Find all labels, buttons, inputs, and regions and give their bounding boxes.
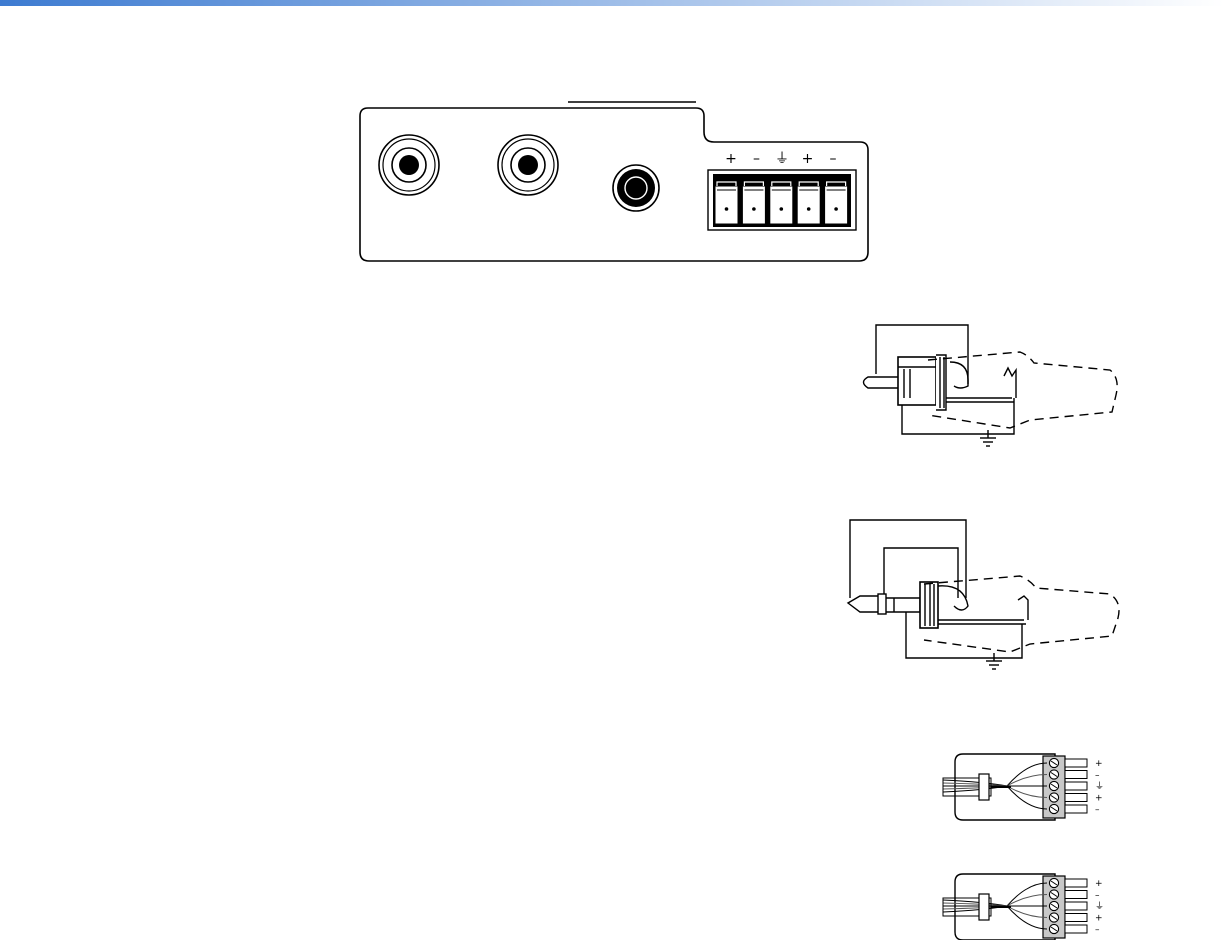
captive-screw-connector-bottom: +–⏚+– (943, 874, 1104, 940)
terminal-label: – (830, 151, 837, 167)
terminal-cell (797, 186, 820, 224)
connector-pin-label: + (1095, 879, 1103, 889)
captive-screw-connector-top: +–⏚+– (943, 754, 1104, 820)
connector-pin-label: – (1095, 925, 1100, 935)
terminal-label: – (753, 151, 760, 167)
connector-pin-label: – (1095, 805, 1100, 815)
stereo-plug-diagram (848, 520, 1119, 669)
terminal-labels: +–⏚+– (725, 151, 836, 167)
rca-plug-diagram (864, 325, 1118, 446)
terminal-cell (742, 186, 765, 224)
ground-symbol (980, 430, 996, 446)
connector-pin-label: ⏚ (1095, 781, 1104, 792)
stereo-mini-jack (613, 165, 659, 211)
terminal-label: ⏚ (775, 151, 789, 167)
terminal-label: + (725, 151, 737, 167)
terminal-label: + (802, 151, 814, 167)
terminal-block: +–⏚+– (708, 151, 856, 230)
connector-pin-label: + (1095, 914, 1103, 924)
connector-pin-label: + (1095, 794, 1103, 804)
connector-pin-label: – (1095, 891, 1100, 901)
connector-pin-label: + (1095, 759, 1103, 769)
terminal-cell (715, 186, 738, 224)
connector-pin-label: ⏚ (1095, 901, 1104, 912)
terminal-cell (770, 186, 793, 224)
ground-symbol (986, 653, 1002, 669)
rca-jack-right (498, 135, 558, 195)
terminal-cell (825, 186, 848, 224)
connector-pin-label: – (1095, 771, 1100, 781)
rca-jack-left (379, 135, 439, 195)
header-band (0, 0, 1224, 6)
